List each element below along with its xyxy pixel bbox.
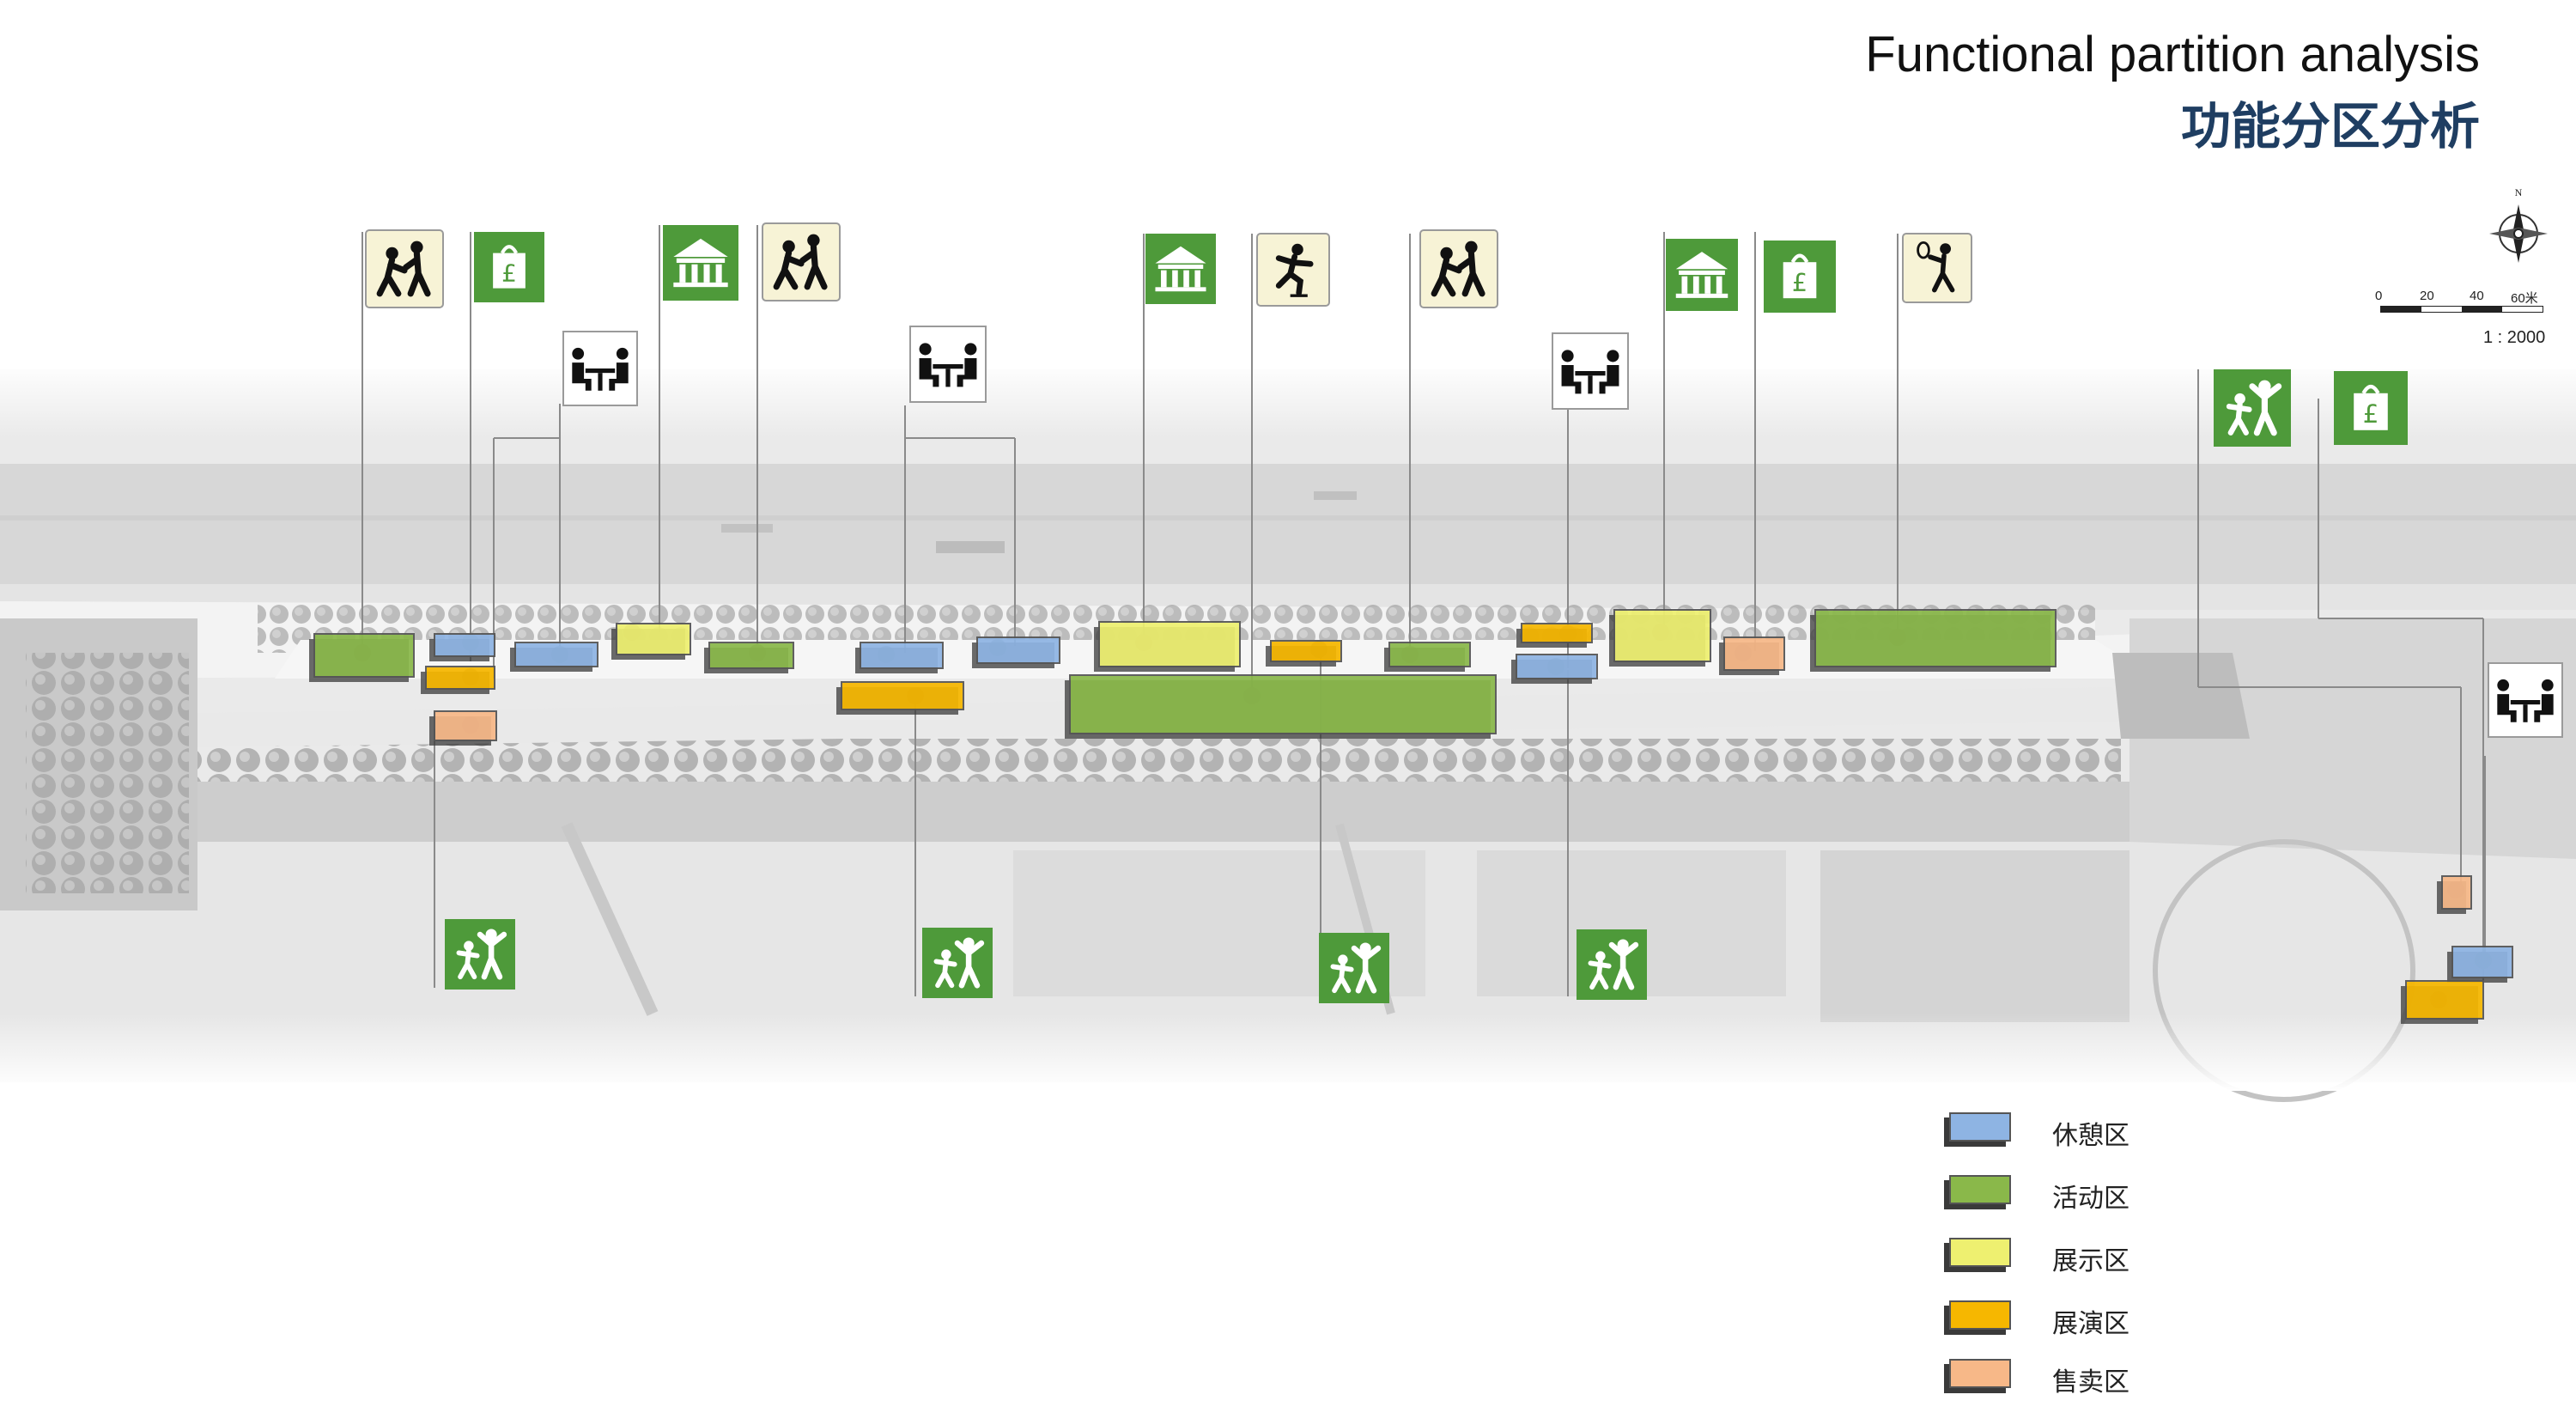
zone-activity	[1065, 674, 1497, 739]
people-play-icon	[365, 229, 444, 308]
shopping-bag-icon: £	[474, 232, 544, 302]
zone-display	[1609, 609, 1711, 667]
zone-sales	[2437, 875, 2472, 914]
zone-sales	[429, 710, 497, 746]
zone-activity	[309, 633, 415, 682]
zone-performance	[1266, 640, 1342, 667]
people-play-icon	[1419, 229, 1498, 308]
people-play-icon	[762, 222, 841, 301]
zone-rest	[510, 642, 598, 672]
table-chat-icon	[562, 331, 638, 406]
table-chat-icon	[909, 326, 987, 403]
children-play-icon	[2214, 369, 2291, 447]
zone-rest	[1511, 654, 1598, 684]
zone-performance	[1516, 623, 1593, 648]
scale-ratio: 1 : 2000	[2483, 328, 2546, 347]
children-play-icon	[1319, 933, 1389, 1003]
legend-swatch-performance	[1949, 1300, 2011, 1330]
zone-rest	[2447, 946, 2513, 983]
scale-tick-40: 40	[2470, 289, 2484, 303]
legend-swatch-activity	[1949, 1175, 2011, 1204]
table-chat-icon	[1552, 332, 1629, 410]
tennis-icon	[1902, 233, 1972, 303]
zone-performance	[2401, 980, 2484, 1024]
children-play-icon	[922, 928, 993, 998]
scale-bar-graphic	[2380, 306, 2543, 313]
table-chat-icon	[2488, 662, 2563, 738]
children-play-icon	[1577, 929, 1647, 1000]
zone-boxes	[309, 609, 2513, 1024]
zone-rest	[429, 633, 495, 661]
zone-activity	[704, 642, 794, 673]
title-english: Functional partition analysis	[1865, 27, 2480, 82]
children-play-icon	[445, 919, 515, 990]
svg-text:£: £	[501, 259, 517, 287]
compass-north-label: N	[2515, 186, 2523, 198]
skater-icon	[1256, 233, 1330, 307]
scale-tick-20: 20	[2420, 289, 2434, 303]
icon-layer: £ £ £	[365, 222, 2563, 1003]
zone-performance	[421, 666, 495, 694]
zone-activity	[1810, 609, 2057, 672]
legend-swatch-rest	[1949, 1112, 2011, 1142]
scale-tick-60: 60米	[2511, 291, 2538, 306]
svg-text:£: £	[2363, 399, 2379, 429]
zone-display	[611, 623, 691, 660]
legend-label-activity: 活动区	[2052, 1184, 2129, 1214]
shopping-bag-icon: £	[2334, 371, 2408, 445]
title-chinese: 功能分区分析	[2180, 97, 2480, 155]
zone-rest	[855, 642, 944, 673]
legend-label-rest: 休憩区	[2052, 1121, 2129, 1151]
zone-display	[1094, 621, 1241, 672]
legend-label-performance: 展演区	[2052, 1309, 2129, 1339]
legend-swatch-sales	[1949, 1359, 2011, 1388]
svg-text:£: £	[1792, 268, 1807, 297]
zone-performance	[836, 681, 964, 715]
legend-label-display: 展示区	[2052, 1246, 2129, 1276]
legend-swatch-display	[1949, 1238, 2011, 1267]
shopping-bag-icon: £	[1764, 241, 1836, 313]
zone-rest	[972, 636, 1060, 668]
scale-tick-0: 0	[2375, 289, 2383, 303]
legend-label-sales: 售卖区	[2052, 1367, 2129, 1398]
pavilion-icon	[663, 225, 738, 301]
zone-sales	[1719, 636, 1785, 675]
pavilion-icon	[1145, 234, 1216, 304]
pavilion-icon	[1666, 239, 1738, 311]
compass-icon: N	[2489, 186, 2548, 263]
zone-activity	[1384, 642, 1471, 672]
